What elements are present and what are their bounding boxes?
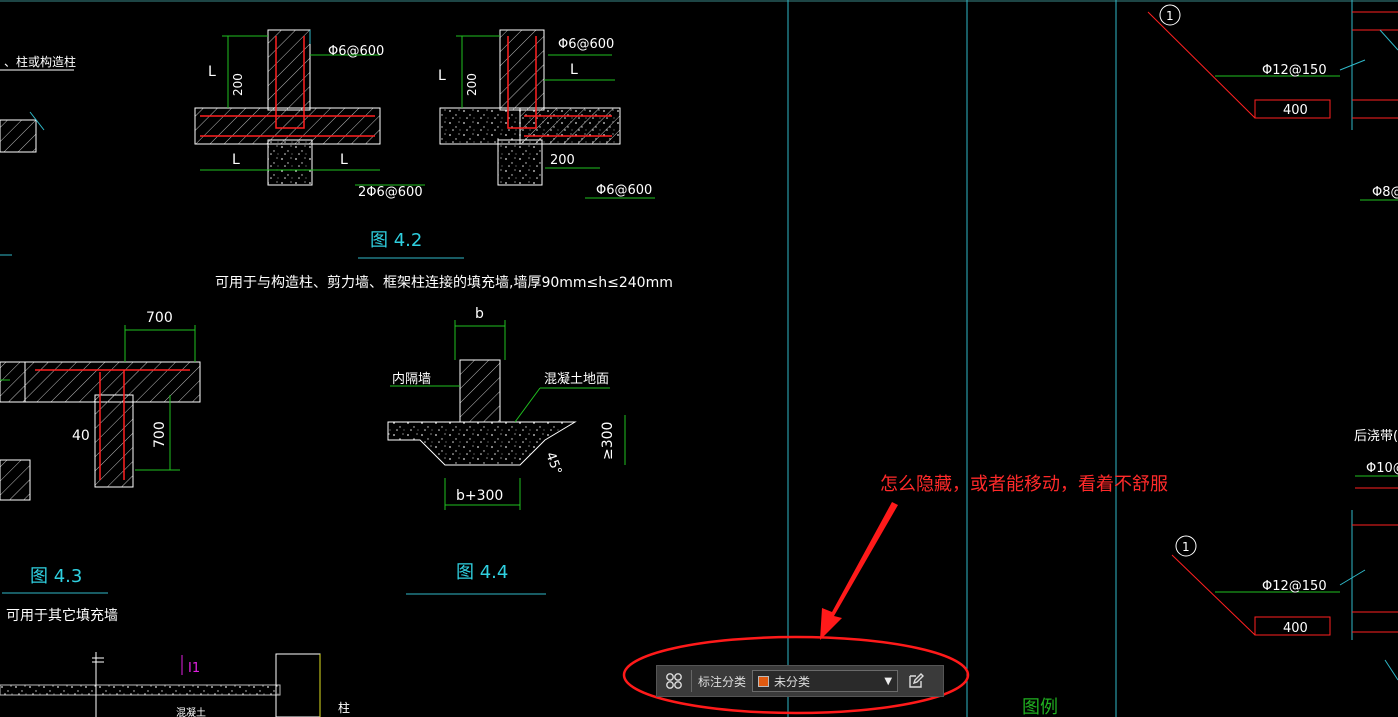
bottom-label-column: 柱: [338, 700, 350, 715]
toolbar-divider: [691, 670, 692, 692]
fig43-dim-700-side: 700: [152, 421, 168, 448]
bottom-label-concrete: 混凝土: [176, 706, 206, 717]
legend-label: 图例: [1022, 697, 1058, 717]
fig44-dim-b: b: [475, 306, 484, 322]
right-detail-top: 1 Φ12@150 400 Φ8@ 后浇带(墙 Φ10@: [1147, 0, 1398, 489]
fig42-title: 图 4.2: [370, 230, 422, 251]
fig43-dim-700-top: 700: [146, 310, 173, 326]
fig42-dim-L-right: L: [340, 152, 348, 168]
right-rebar-8: Φ8@: [1372, 185, 1398, 200]
fig42-dim-200: 200: [231, 73, 245, 96]
fig44-angle: 45°: [542, 450, 564, 477]
fig44-label-wall: 内隔墙: [392, 371, 431, 387]
right-rebar-150-top: Φ12@150: [1262, 63, 1327, 78]
fig42r-rebar-label-top: Φ6@600: [558, 37, 614, 52]
right-circle-1-bottom: 1: [1182, 540, 1190, 554]
bottom-label-i1: I1: [188, 661, 200, 676]
right-rebar-150-bottom: Φ12@150: [1262, 579, 1327, 594]
fig42-rebar-label: Φ6@600: [328, 44, 384, 59]
fig44-dim-300: ≥300: [600, 422, 616, 460]
figure-4-3: 700 700 40: [0, 310, 201, 488]
right-dim-400-bottom: 400: [1283, 621, 1308, 636]
left-fragment: 、柱或构造柱: [0, 54, 76, 501]
fig44-label-floor: 混凝土地面: [544, 371, 609, 387]
annotation-classify-select[interactable]: 未分类 ▼: [752, 670, 899, 692]
fig42r-dim-200: 200: [550, 153, 575, 168]
right-label-pour: 后浇带(墙: [1354, 429, 1398, 444]
figure-4-4: b 内隔墙 混凝土地面 ≥300 45° b+300: [387, 306, 626, 510]
fig42r-dim-L: L: [570, 62, 578, 78]
callout-annotation: [622, 502, 970, 715]
annotation-classify-toolbar[interactable]: 标注分类 未分类 ▼: [656, 665, 944, 697]
frame-lines: [787, 0, 1117, 717]
category-color-swatch: [758, 675, 770, 687]
right-circle-1-top: 1: [1166, 9, 1174, 23]
fig43-caption: 可用于其它填充墙: [6, 607, 118, 624]
grid-icon[interactable]: [663, 670, 685, 692]
right-dim-400-top: 400: [1283, 103, 1308, 118]
fig43-dim-40: 40: [72, 428, 90, 444]
figure-4-2-right: L 200 L 200 Φ6@600 Φ6@600: [438, 29, 655, 199]
callout-text: 怎么隐藏，或者能移动，看着不舒服: [880, 474, 1168, 495]
fig44-title: 图 4.4: [456, 562, 508, 583]
fig42-caption: 可用于与构造柱、剪力墙、框架柱连接的填充墙,墙厚90mm≤h≤240mm: [215, 274, 673, 291]
fig42r-rebar-label-bottom: Φ6@600: [596, 183, 652, 198]
fig42-dim-L-left: L: [232, 152, 240, 168]
annotation-classify-label: 标注分类: [698, 674, 747, 689]
right-rebar-10: Φ10@: [1366, 461, 1398, 476]
fig42-dim-L-vertical: L: [208, 64, 216, 80]
edit-icon[interactable]: [904, 670, 928, 692]
fig42r-dim-L-vertical: L: [438, 68, 446, 84]
bottom-fragment: I1 柱 混凝土: [0, 652, 350, 717]
right-detail-bottom: 1 Φ12@150 400: [1171, 510, 1398, 681]
left-fragment-label: 、柱或构造柱: [4, 54, 76, 69]
fig42r-dim-200-vertical: 200: [465, 73, 479, 96]
annotation-classify-value: 未分类: [774, 674, 811, 689]
fig44-dim-b300: b+300: [456, 488, 503, 504]
figure-4-2-left: L 200 L L Φ6@600 2Φ6@600: [194, 29, 425, 200]
chevron-down-icon[interactable]: ▼: [884, 675, 893, 687]
fig43-title: 图 4.3: [30, 566, 82, 587]
fig42-rebar2-label: 2Φ6@600: [358, 185, 423, 200]
